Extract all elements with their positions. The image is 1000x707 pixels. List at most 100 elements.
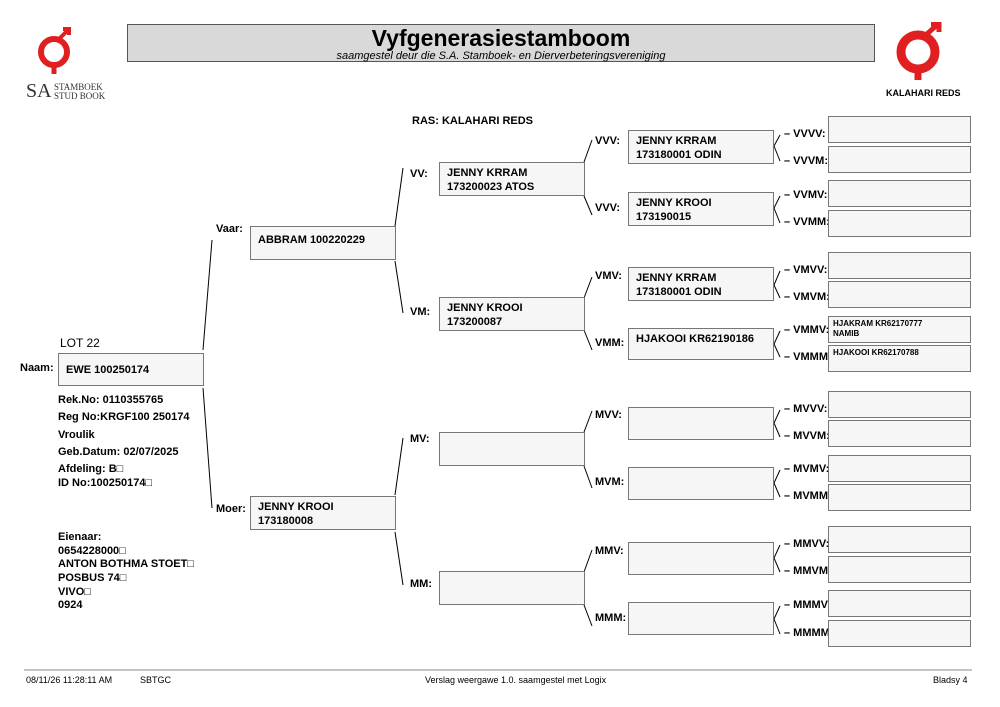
sire-name: ABBRAM 100220229 [258,234,365,246]
mmvv-box [828,526,971,553]
vmmv-box: HJAKRAM KR62170777 NAMIB [828,316,971,343]
mmmv-box [828,590,971,617]
mmvm-box [828,556,971,583]
vv-number: 173200023 ATOS [447,181,535,193]
animal-afdeling: Afdeling: B□ [58,463,124,475]
animal-birth-date: Geb.Datum: 02/07/2025 [58,446,179,458]
kalahari-reds-emblem-icon [896,22,942,80]
mmv-label: MMV: [595,545,624,557]
owner-line: 0654228000□ [58,545,126,557]
mmmm-label: – MMMM: [784,627,834,639]
vvv-label: VVV: [595,135,621,147]
vv-label: VV: [410,168,428,180]
vvmm-label: – VVMM: [784,216,830,228]
mv-label: MV: [410,433,430,445]
animal-sex: Vroulik [58,429,95,441]
vv-box: JENNY KRRAM 173200023 ATOS [439,162,585,196]
dam-name: JENNY KROOI [258,501,334,513]
footer-datetime: 08/11/26 11:28:11 AM [26,675,113,685]
sa-stud-book-logo: SA STAMBOEK STUD BOOK [24,26,114,102]
vmmm-name: HJAKOOI KR62170788 [833,348,919,357]
stud-book-emblem-icon [38,27,71,74]
dam-box: JENNY KROOI 173180008 [250,496,396,530]
animal-name-box: EWE 100250174 [58,353,204,386]
mmv-box [628,542,774,575]
vmvv-box [828,252,971,279]
vmmv-number: NAMIB [833,329,860,338]
vvm-name: JENNY KROOI [636,197,712,209]
vvmv-box [828,180,971,207]
vvvm-box [828,146,971,173]
mmvm-label: – MMVM: [784,565,832,577]
vvmv-label: – VVMV: [784,189,828,201]
vmm-name: HJAKOOI KR62190186 [636,333,755,345]
owner-line: POSBUS 74□ [58,572,127,584]
mvmv-label: – MVMV: [784,463,830,475]
vm-label: VM: [410,306,431,318]
vm-number: 173200087 [447,316,503,328]
logo-sa-letters: SA [26,80,52,102]
mmm-box [628,602,774,635]
animal-reg-no: Reg No:KRGF100 250174 [58,411,190,423]
vmmm-box: HJAKOOI KR62170788 [828,345,971,372]
footer-code: SBTGC [140,675,172,685]
vmmm-label: – VMMM: [784,351,832,363]
owner-line: ANTON BOTHMA STOET□ [58,558,194,570]
vmm-box: HJAKOOI KR62190186 [628,328,774,360]
mmmm-box [828,620,971,647]
animal-rek-no: Rek.No: 0110355765 [58,394,164,406]
mvm-box [628,467,774,500]
mmmv-label: – MMMV: [784,599,832,611]
vmmv-label: – VMMV: [784,324,830,336]
logo-line-stud-book: STUD BOOK [54,91,106,101]
mvmm-box [828,484,971,511]
dam-number: 173180008 [258,515,314,527]
mvv-label: MVV: [595,409,622,421]
breed-label: RAS: KALAHARI REDS [412,115,533,127]
vmv-box: JENNY KRRAM 173180001 ODIN [628,267,774,301]
animal-name: EWE 100250174 [66,364,150,376]
animal-name-label: Naam: [20,362,54,374]
report-subtitle: saamgestel deur die S.A. Stamboek- en Di… [336,50,666,62]
dam-label: Moer: [216,503,246,515]
mmm-label: MMM: [595,612,627,624]
logo-kalahari-reds-text: KALAHARI REDS [886,88,961,98]
mvvm-label: – MVVM: [784,430,830,442]
footer-report-version: Verslag weergawe 1.0. saamgestel met Log… [425,675,607,685]
vvvm-label: – VVVM: [784,155,829,167]
vmv-name: JENNY KRRAM [636,272,717,284]
vvmm-box [828,210,971,237]
vmvm-box [828,281,971,308]
vvv-number: 173180001 ODIN [636,149,722,161]
report-title: Vyfgenerasiestamboom [371,25,631,51]
logo-line-stamboek: STAMBOEK [54,82,103,92]
mvv-box [628,407,774,440]
mv-box [439,432,585,466]
vm-box: JENNY KROOI 173200087 [439,297,585,331]
owner-line: 0924 [58,599,83,611]
sire-label: Vaar: [216,223,243,235]
vv-name: JENNY KRRAM [447,167,528,179]
vvm-number: 173190015 [636,211,692,223]
mvvv-box [828,391,971,418]
mvm-label: MVM: [595,476,625,488]
mmvv-label: – MMVV: [784,538,830,550]
vm-name: JENNY KROOI [447,302,523,314]
vmv-number: 173180001 ODIN [636,286,722,298]
mvvv-label: – MVVV: [784,403,828,415]
vvv-box: JENNY KRRAM 173180001 ODIN [628,130,774,164]
lot-number: LOT 22 [60,336,100,350]
vmv-label: VMV: [595,270,622,282]
mm-label: MM: [410,578,432,590]
vvv-name: JENNY KRRAM [636,135,717,147]
vvvv-box [828,116,971,143]
mm-box [439,571,585,605]
mvvm-box [828,420,971,447]
vmm-label: VMM: [595,337,625,349]
mvmm-label: – MVMM: [784,490,832,502]
sire-box: ABBRAM 100220229 [250,226,396,260]
vmmv-name: HJAKRAM KR62170777 [833,319,923,328]
footer-page-number: Bladsy 4 [933,675,968,685]
report-header: Vyfgenerasiestamboom saamgestel deur die… [127,24,875,62]
